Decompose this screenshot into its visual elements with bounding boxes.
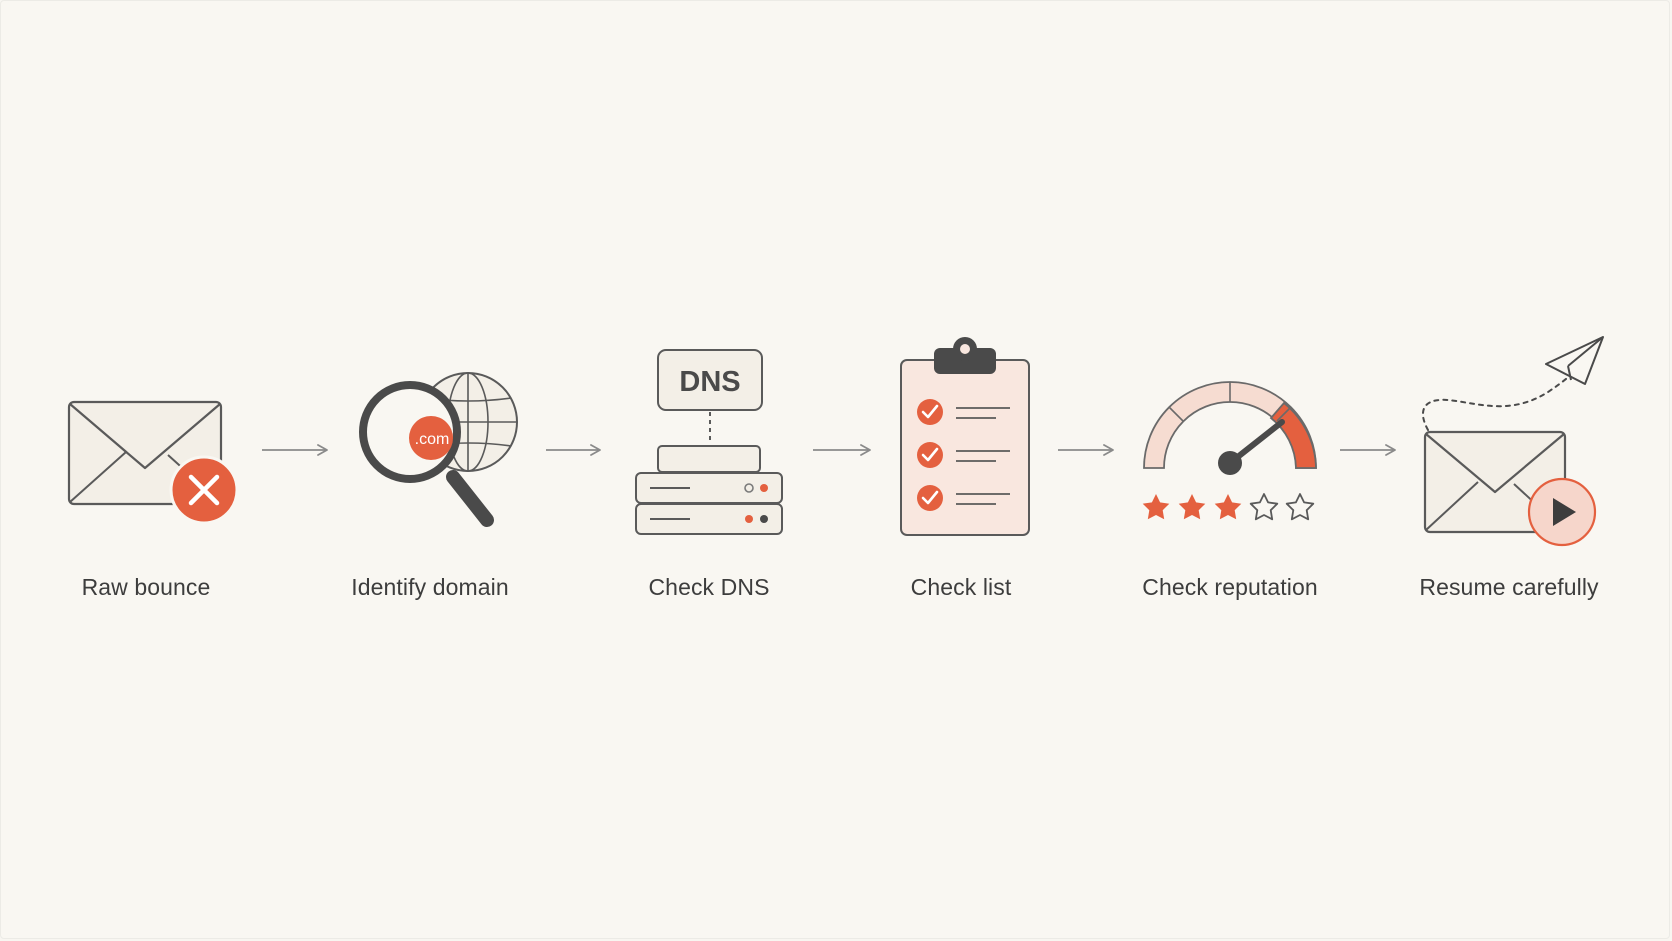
check-item bbox=[917, 442, 1010, 468]
check-item bbox=[917, 485, 1010, 511]
paper-plane-icon bbox=[1545, 336, 1604, 385]
magnifier-icon: .com bbox=[359, 381, 494, 527]
clipboard-checklist-icon bbox=[900, 337, 1030, 536]
gauge-stars-icon bbox=[1142, 381, 1317, 521]
step-label-check-dns: Check DNS bbox=[648, 574, 770, 600]
magnifier-globe-icon: .com bbox=[359, 372, 518, 527]
star-empty-icon bbox=[1249, 493, 1279, 521]
gauge-icon bbox=[1143, 381, 1317, 475]
step-label-identify-domain: Identify domain bbox=[351, 574, 509, 600]
step-label-check-reputation: Check reputation bbox=[1142, 574, 1318, 600]
star-empty-icon bbox=[1285, 493, 1315, 521]
star-filled-icon bbox=[1178, 494, 1206, 520]
star-rating bbox=[1142, 493, 1315, 521]
dns-badge: DNS bbox=[679, 366, 740, 398]
envelope-with-error-icon bbox=[67, 400, 239, 525]
check-item bbox=[917, 399, 1010, 425]
domain-badge: .com bbox=[415, 431, 450, 448]
star-filled-icon bbox=[1142, 494, 1170, 520]
star-filled-icon bbox=[1214, 494, 1242, 520]
dns-server-icon: DNS bbox=[635, 349, 783, 535]
envelope-play-icon bbox=[1422, 336, 1604, 547]
error-x-icon bbox=[169, 455, 239, 525]
step-label-raw-bounce: Raw bounce bbox=[81, 574, 211, 600]
step-label-check-list: Check list bbox=[910, 574, 1012, 600]
play-icon bbox=[1527, 477, 1597, 547]
step-label-resume-carefully: Resume carefully bbox=[1419, 574, 1599, 600]
